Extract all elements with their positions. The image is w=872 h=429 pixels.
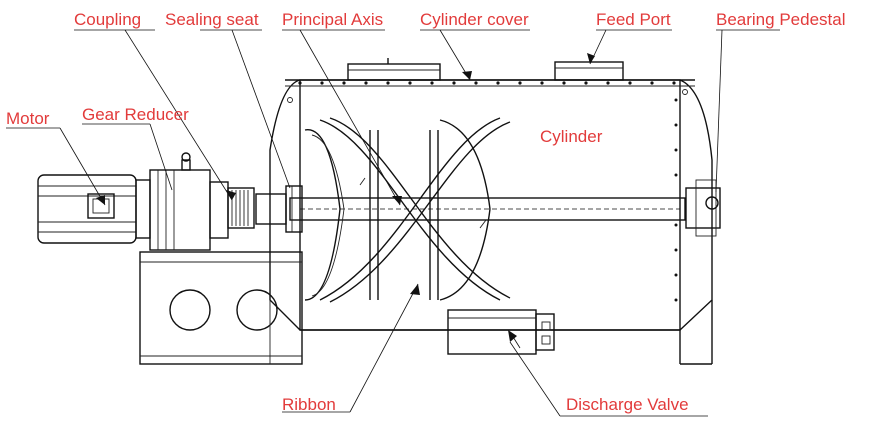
label-principal-axis: Principal Axis	[282, 10, 383, 29]
label-gear-reducer: Gear Reducer	[82, 105, 189, 124]
label-sealing-seat: Sealing seat	[165, 10, 259, 29]
motor-drawing	[37, 174, 151, 244]
bearing-pedestal-drawing	[685, 179, 721, 237]
label-cylinder: Cylinder	[540, 127, 603, 146]
end-bolts	[287, 89, 688, 302]
discharge-valve-drawing	[447, 309, 555, 355]
label-motor: Motor	[6, 109, 50, 128]
label-coupling: Coupling	[74, 10, 141, 29]
label-bearing-pedestal: Bearing Pedestal	[716, 10, 845, 29]
label-ribbon: Ribbon	[282, 395, 336, 414]
labels: Coupling Sealing seat Principal Axis Cyl…	[6, 10, 845, 414]
coupling-drawing	[227, 185, 303, 233]
label-feed-port: Feed Port	[596, 10, 671, 29]
base-frame	[139, 251, 713, 365]
gear-reducer-drawing	[149, 152, 229, 251]
leader-lines	[6, 29, 780, 417]
label-cylinder-cover: Cylinder cover	[420, 10, 529, 29]
cylinder-body	[269, 79, 713, 331]
label-discharge-valve: Discharge Valve	[566, 395, 689, 414]
ribbon-agitator	[289, 117, 686, 303]
cover-bolts	[298, 81, 676, 85]
arrow-heads	[96, 53, 595, 342]
top-ports	[347, 58, 624, 81]
